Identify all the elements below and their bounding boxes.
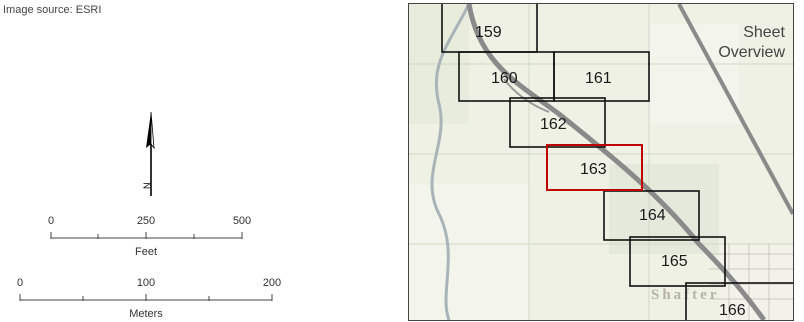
sheet-number-164: 164 — [639, 207, 666, 224]
scale-bars: 0 250 500 Feet 0 100 200 Meters — [17, 215, 281, 320]
north-letter: N — [142, 183, 152, 190]
image-source-note: Image source: ESRI — [3, 4, 102, 16]
sheet-overview-label-line2: Overview — [718, 44, 785, 61]
sheet-number-165: 165 — [661, 253, 688, 270]
sheet-number-162: 162 — [540, 116, 567, 133]
sheet-overview-map[interactable]: Shafter 159 160 161 162 163 164 165 166 … — [408, 3, 794, 321]
highway-main — [466, 4, 767, 320]
sheet-161[interactable] — [553, 51, 650, 102]
sheet-number-159: 159 — [475, 24, 502, 41]
sheet-164[interactable] — [603, 190, 700, 241]
canal — [430, 4, 471, 320]
sheet-number-163: 163 — [580, 161, 607, 178]
scale-bar-feet: 0 250 500 Feet — [48, 215, 251, 258]
sheet-number-166: 166 — [719, 302, 746, 319]
town-label: Shafter — [651, 287, 720, 303]
map-canvas[interactable]: Shafter 159 160 161 162 163 164 165 166 — [409, 4, 793, 320]
sheet-163-selected[interactable] — [546, 144, 643, 191]
highway-east — [677, 4, 793, 215]
north-arrow-icon: N — [142, 112, 155, 196]
sheet-grid — [441, 4, 793, 320]
sheet-number-161: 161 — [585, 70, 612, 87]
scale-bar-meters: 0 100 200 Meters — [17, 277, 281, 320]
feet-unit-label: Feet — [135, 246, 157, 258]
feet-tick-500: 500 — [233, 215, 251, 227]
meters-unit-label: Meters — [129, 308, 163, 320]
meters-tick-200: 200 — [263, 277, 281, 289]
meters-tick-100: 100 — [137, 277, 155, 289]
sheet-166[interactable] — [685, 282, 793, 320]
sheet-number-160: 160 — [491, 70, 518, 87]
sheet-overview-label: Sheet Overview — [718, 23, 785, 63]
sheet-numbers: 159 160 161 162 163 164 165 166 — [475, 24, 746, 319]
sheet-162[interactable] — [509, 97, 606, 148]
sheet-165[interactable] — [629, 236, 726, 287]
town-streets — [709, 244, 793, 320]
meters-tick-0: 0 — [17, 277, 23, 289]
feet-tick-250: 250 — [137, 215, 155, 227]
sheet-overview-label-line1: Sheet — [743, 24, 785, 41]
feet-tick-0: 0 — [48, 215, 54, 227]
